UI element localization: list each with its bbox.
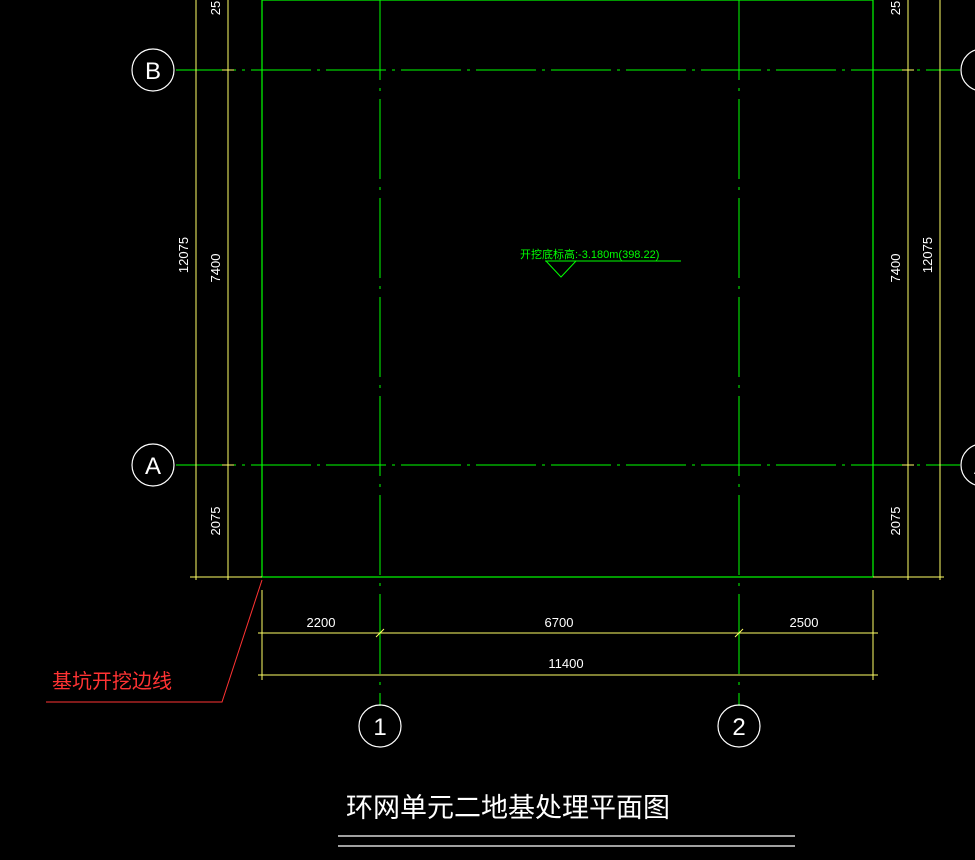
pit-outline <box>261 0 874 578</box>
grid-bubble-1 <box>358 704 402 748</box>
annotation-leader <box>46 579 263 703</box>
grid-bubble-b-left <box>131 48 175 92</box>
dim-bottom-mid: 6700 <box>545 615 574 630</box>
drawing-title: 环网单元二地基处理平面图 <box>346 793 670 823</box>
dim-left-top-partial: 25 <box>208 1 223 15</box>
grid-label-b-left: B <box>145 58 161 85</box>
grid-label-1: 1 <box>373 714 386 741</box>
grid-bubble-a-left <box>131 443 175 487</box>
grid-label-a-left: A <box>145 453 161 480</box>
dim-bottom-right: 2500 <box>790 615 819 630</box>
dim-left-lower: 2075 <box>208 507 223 536</box>
dim-right-outer: 12075 <box>920 237 935 273</box>
dim-bottom-total: 11400 <box>548 656 583 671</box>
dim-right-inner: 7400 <box>888 254 903 283</box>
grid-label-2: 2 <box>732 714 745 741</box>
elevation-triangle-icon <box>545 260 577 278</box>
dim-right-lower: 2075 <box>888 507 903 536</box>
dim-left-inner: 7400 <box>208 254 223 283</box>
dim-bottom-left: 2200 <box>307 615 336 630</box>
elevation-label: 开挖底标高:-3.180m(398.22) <box>520 247 659 261</box>
dim-right-top-partial: 25 <box>888 1 903 15</box>
bottom-tick-2 <box>734 628 744 638</box>
grid-label-a-right: A <box>974 453 975 480</box>
annotation-text: 基坑开挖边线 <box>52 670 172 693</box>
dim-left-outer: 12075 <box>176 237 191 273</box>
grid-label-b-right: B <box>974 58 975 85</box>
grid-bubble-b-right <box>960 49 975 91</box>
grid-bubble-a-right <box>960 444 975 486</box>
grid-bubble-2 <box>717 704 761 748</box>
bottom-tick-1 <box>375 628 385 638</box>
